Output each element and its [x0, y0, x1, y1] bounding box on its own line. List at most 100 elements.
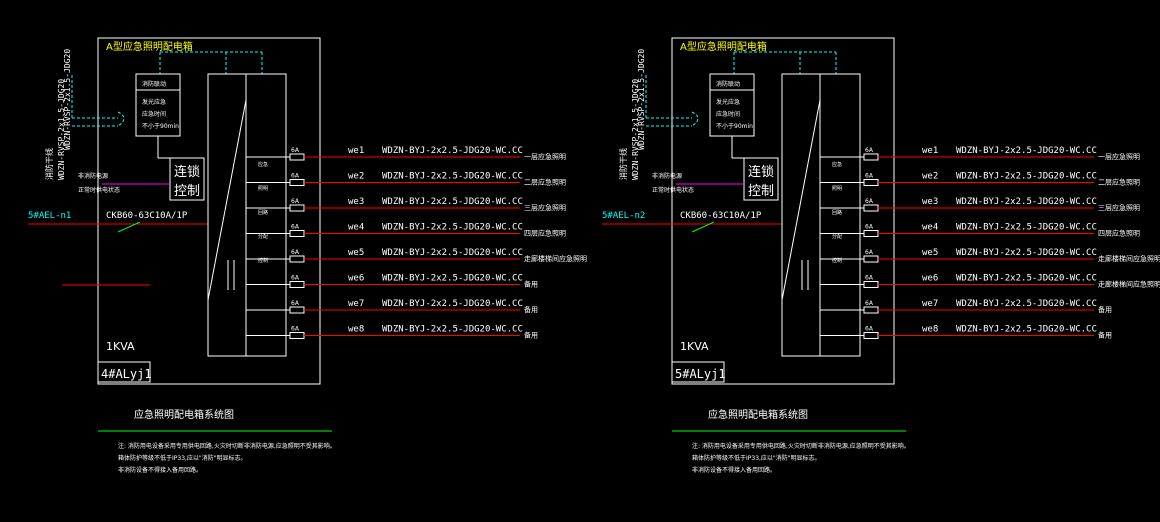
fuse — [863, 204, 879, 212]
magenta-label-2: 正常时供电状态 — [652, 186, 694, 194]
circuit-cable: WDZN-BYJ-2x2.5-JDG20-WC.CC — [956, 146, 1097, 156]
bus-diagonal — [781, 99, 821, 301]
fire-signal-label: 消防干线 — [44, 148, 54, 180]
bus-label: 应急 — [258, 161, 268, 168]
note-line: 非消防设备不得接入备用回路。 — [118, 466, 202, 474]
feeder-cable-label: WDZN-RVSP-2x1.5-JDG20 — [63, 49, 72, 150]
note-line: 注: 消防用电设备采用专用供电回路,火灾时切断非消防电源,应急照明不受其影响。 — [118, 442, 336, 450]
breaker-leader — [117, 221, 141, 233]
circuit-destination: 备用 — [524, 331, 538, 340]
module-text: 不小于90min — [716, 122, 753, 130]
circuit-cable: WDZN-BYJ-2x2.5-JDG20-WC.CC — [956, 172, 1097, 182]
circuit-code: we8 — [348, 325, 364, 335]
fuse-rating: 6A — [291, 275, 300, 282]
circuit-destination: 四层应急照明 — [1098, 229, 1140, 238]
module-text: 应急时间 — [716, 110, 740, 118]
interlock-label: 连锁 — [748, 164, 774, 180]
fuse-rating: 6A — [291, 326, 300, 333]
circuit-cable: WDZN-BYJ-2x2.5-JDG20-WC.CC — [956, 299, 1097, 309]
circuit-destination: 四层应急照明 — [524, 229, 566, 238]
interlock-box — [169, 157, 205, 201]
interlock-label-2: 控制 — [748, 184, 774, 199]
fuse-rating: 6A — [865, 275, 874, 282]
circuit-cable: WDZN-BYJ-2x2.5-JDG20-WC.CC — [956, 274, 1097, 284]
capacity-label: 1KVA — [106, 340, 135, 353]
fuse-rating: 6A — [291, 173, 300, 180]
bus-cabinet — [781, 73, 861, 357]
source-label: 5#AEL-n1 — [28, 211, 71, 221]
interlock-label-2: 控制 — [174, 184, 200, 199]
note-line: 箱体防护等级不低于IP33,应以"消防"明显标志。 — [118, 454, 246, 462]
fuse-rating: 6A — [291, 224, 300, 231]
note-line: 注: 消防用电设备采用专用供电回路,火灾时切断非消防电源,应急照明不受其影响。 — [692, 442, 910, 450]
fuse — [863, 332, 879, 339]
circuit-code: we6 — [348, 274, 364, 284]
bus-label: 控制 — [832, 257, 842, 264]
circuit-cable: WDZN-BYJ-2x2.5-JDG20-WC.CC — [956, 325, 1097, 335]
panel-title: A型应急照明配电箱 — [106, 40, 193, 53]
breaker-leader — [691, 221, 715, 233]
bus-label: 回路 — [832, 209, 842, 216]
panel-frame — [97, 37, 321, 385]
fuse — [863, 230, 879, 237]
fuse — [863, 179, 879, 186]
circuit-cable: WDZN-BYJ-2x2.5-JDG20-WC.CC — [382, 223, 523, 233]
bus-cabinet — [207, 73, 287, 357]
fuse-rating: 6A — [865, 147, 874, 154]
fuse-rating: 6A — [291, 147, 300, 154]
fuse — [863, 255, 879, 263]
panel-id-box — [97, 361, 151, 383]
module-text: 发光应急 — [716, 98, 740, 106]
fire-signal-label: 消防干线 — [618, 148, 628, 180]
bus-label: 分配 — [258, 233, 268, 240]
panel-id: 4#ALyj1 — [101, 367, 152, 381]
circuit-destination: 三层应急照明 — [1098, 203, 1140, 212]
circuit-destination: 备用 — [1098, 305, 1112, 314]
circuit-destination: 二层应急照明 — [1098, 178, 1140, 187]
circuit-cable: WDZN-BYJ-2x2.5-JDG20-WC.CC — [956, 248, 1097, 258]
module-text: 应急时间 — [142, 110, 166, 118]
circuit-cable: WDZN-BYJ-2x2.5-JDG20-WC.CC — [382, 299, 523, 309]
incoming-cable-label: WDZN-RVSP-2x1.5-JDG20 — [57, 79, 66, 180]
fuse-rating: 6A — [865, 173, 874, 180]
source-label: 5#AEL-n2 — [602, 211, 645, 221]
fuse — [289, 230, 305, 237]
fuse — [289, 179, 305, 186]
fuse — [289, 153, 305, 161]
note-line: 箱体防护等级不低于IP33,应以"消防"明显标志。 — [692, 454, 820, 462]
circuit-destination: 走廊楼梯间应急照明 — [524, 254, 587, 263]
fuse — [289, 204, 305, 212]
circuit-destination: 走廊楼梯间应急照明 — [1098, 254, 1160, 263]
bus-diagonal — [207, 99, 247, 301]
circuit-destination: 二层应急照明 — [524, 178, 566, 187]
diagram-caption: 应急照明配电箱系统图 — [708, 408, 808, 421]
circuit-code: we3 — [348, 197, 364, 207]
circuit-code: we7 — [348, 299, 364, 309]
circuit-cable: WDZN-BYJ-2x2.5-JDG20-WC.CC — [382, 248, 523, 258]
circuit-destination: 备用 — [524, 305, 538, 314]
circuit-destination: 三层应急照明 — [524, 203, 566, 212]
circuit-cable: WDZN-BYJ-2x2.5-JDG20-WC.CC — [382, 197, 523, 207]
circuit-code: we1 — [348, 146, 364, 156]
circuit-code: we4 — [348, 223, 364, 233]
breaker-label: CKB60-63C10A/1P — [106, 211, 188, 221]
fuse — [289, 255, 305, 263]
fuse-rating: 6A — [865, 224, 874, 231]
bus-label: 回路 — [258, 209, 268, 216]
breaker-label: CKB60-63C10A/1P — [680, 211, 762, 221]
circuit-code: we5 — [922, 248, 938, 258]
circuit-cable: WDZN-BYJ-2x2.5-JDG20-WC.CC — [382, 274, 523, 284]
feeder-cable-label: WDZN-RVSP-2x1.5-JDG20 — [637, 49, 646, 150]
